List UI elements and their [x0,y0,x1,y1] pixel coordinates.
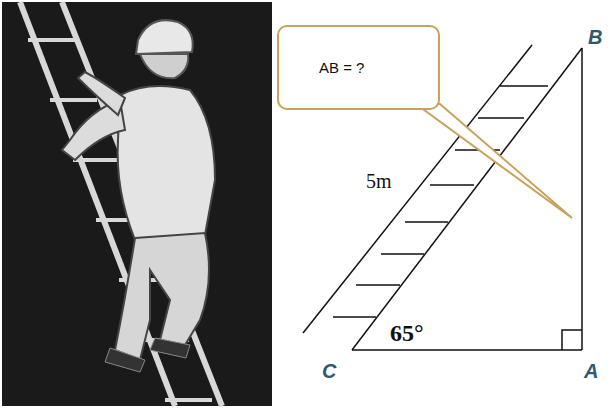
ladder-photo [20,2,222,406]
length-label: 5m [366,170,392,193]
photo-ground [2,2,272,406]
callout-box: AB = ? [277,25,440,110]
callout-text: AB = ? [319,59,364,76]
worker-figure [62,20,215,372]
callout-tail [416,104,572,218]
angle-label: 65° [390,320,424,347]
point-label: B [588,26,602,49]
point-label: C [322,360,336,383]
point-label: A [584,360,598,383]
